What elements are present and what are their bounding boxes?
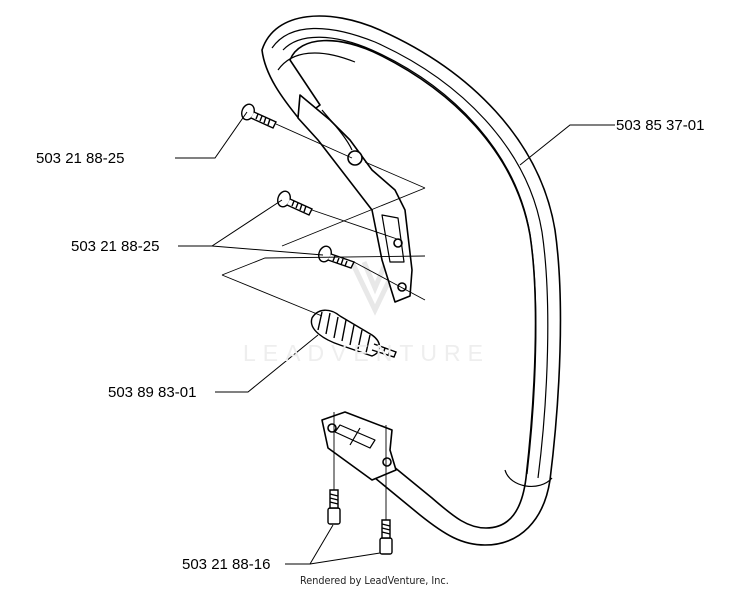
- screw-middle-1-icon: [277, 190, 313, 216]
- screw-bottom-1-icon: [327, 489, 341, 525]
- part-label-handle[interactable]: 503 85 37-01: [616, 117, 705, 134]
- assembly-guide-lines: [221, 123, 426, 520]
- part-label-screws-bottom[interactable]: 503 21 88-16: [182, 556, 271, 573]
- front-handle: [261, 15, 562, 546]
- screw-bottom-2-icon: [379, 519, 393, 555]
- footer-credit: Rendered by LeadVenture, Inc.: [300, 574, 449, 587]
- part-label-screw-top[interactable]: 503 21 88-25: [36, 150, 125, 167]
- screw-middle-2-icon: [318, 245, 355, 269]
- part-label-spring[interactable]: 503 89 83-01: [108, 384, 197, 401]
- leader-lines: [175, 111, 615, 565]
- watermark-text: LEADVENTURE: [243, 340, 490, 366]
- part-label-screws-middle[interactable]: 503 21 88-25: [71, 238, 160, 255]
- spring-icon: [310, 309, 397, 358]
